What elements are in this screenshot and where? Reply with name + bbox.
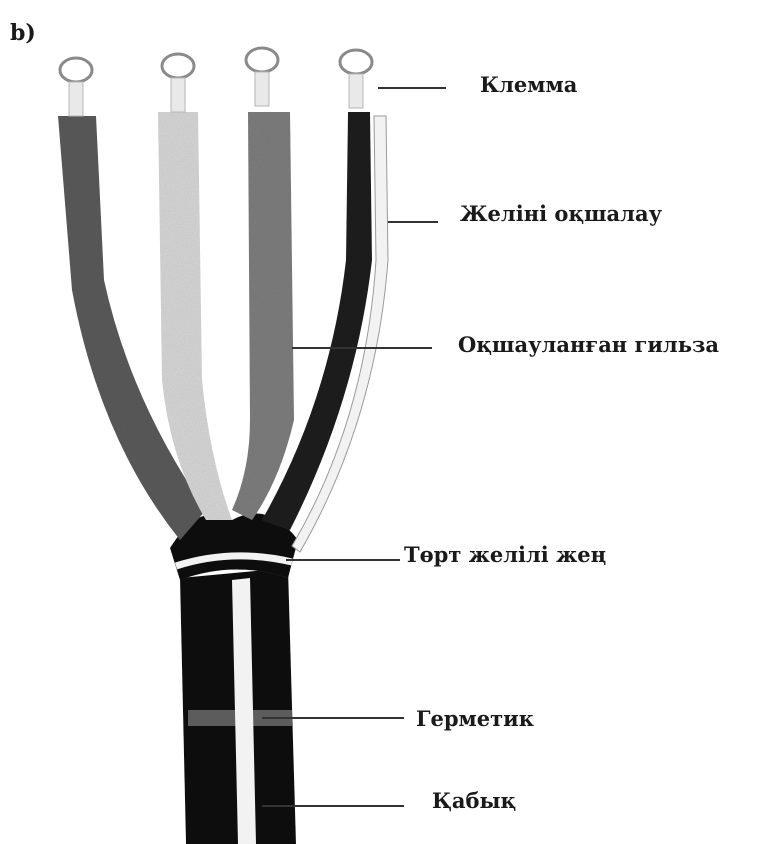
panel-letter: b)	[10, 22, 36, 44]
terminal-ring-4	[340, 50, 372, 74]
label-insulated-sleeve: Оқшауланған гильза	[458, 334, 719, 355]
label-four-wire-sleeve: Төрт желілі жең	[404, 544, 606, 565]
terminal-ring-1	[60, 58, 92, 82]
label-sealant: Герметик	[416, 708, 534, 729]
terminal-ring-2	[162, 54, 194, 78]
conductor-mid-gray	[232, 112, 294, 520]
terminal-ring-3	[246, 48, 278, 72]
terminal-barrel-3	[255, 72, 269, 106]
label-terminal: Клемма	[480, 74, 577, 95]
terminal-barrel-2	[171, 78, 185, 112]
label-wire-insulation: Желіні оқшалау	[460, 203, 662, 224]
terminals	[60, 48, 372, 116]
label-jacket: Қабық	[432, 790, 516, 811]
terminal-barrel-1	[69, 82, 83, 116]
terminal-barrel-4	[349, 74, 363, 108]
